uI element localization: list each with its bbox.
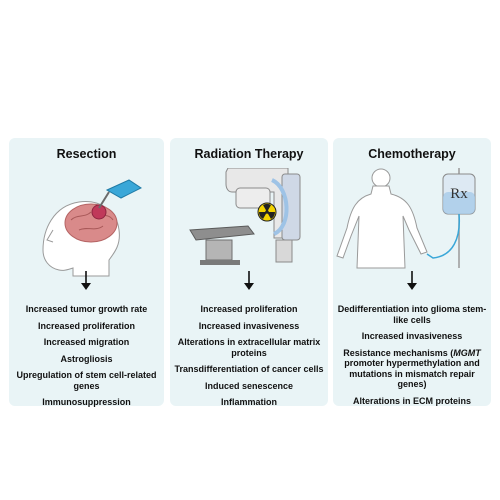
panel-resection: Resection Increased tumor growth rate In… [9, 138, 164, 407]
effects-list-chemotherapy: Dedifferentiation into glioma stem- like… [337, 304, 487, 412]
effect-item: Inflammation [220, 397, 277, 407]
effect-item: Dedifferentiation into glioma stem- like… [337, 304, 487, 325]
italic-term: MGMT [453, 347, 481, 358]
patient-head [371, 168, 391, 188]
effect-item: Astrogliosis [60, 353, 113, 364]
panel-title-chemotherapy: Chemotherapy [368, 147, 456, 161]
effect-item: Increased tumor growth rate [25, 304, 148, 314]
effect-item: Resistance mechanisms (MGMT promoter hyp… [337, 348, 487, 390]
effect-item: Increased invasiveness [198, 320, 300, 331]
effect-item: Immunosuppression [42, 397, 131, 407]
tumor-shape [91, 204, 107, 220]
arrow-down-icon [407, 271, 417, 290]
nose-shape [46, 229, 54, 243]
panel-radiation-therapy: Radiation Therapy Increased proliferatio… [170, 138, 328, 407]
effect-line: Dedifferentiation into glioma stem- [337, 304, 487, 314]
panel-title-resection: Resection [56, 147, 117, 161]
arrow-down-icon [81, 271, 91, 290]
linac-gantry [225, 168, 289, 239]
effect-line: genes [73, 380, 100, 391]
chemotherapy-illustration: Rx [336, 168, 476, 269]
iv-bag-label: Rx [450, 186, 468, 202]
effect-item: Alterations in extracellular matrix prot… [174, 337, 324, 358]
effect-line: Upregulation of stem cell-related [16, 370, 157, 380]
brain-shape [64, 203, 118, 243]
panel-chemotherapy: Chemotherapy Rx Dedifferentiation into g… [333, 138, 491, 406]
linac-head [235, 187, 271, 209]
treatment-couch [189, 225, 255, 241]
effect-item: Increased invasiveness [361, 331, 463, 341]
effect-line: promoter hypermethylation and [344, 358, 480, 368]
patient-body [336, 185, 428, 269]
arrow-down-icon [244, 271, 254, 290]
effect-item: Upregulation of stem cell-related genes [13, 370, 160, 391]
glove-shape [105, 179, 142, 199]
surgical-instrument [98, 191, 110, 209]
radiation-beam [270, 178, 289, 236]
effect-line: mutations in mismatch repair genes) [349, 368, 475, 390]
effect-item: Alterations in ECM proteins [352, 395, 471, 406]
effect-item: Increased proliferation [200, 304, 298, 314]
couch-base [205, 239, 233, 261]
resection-illustration [42, 179, 142, 277]
radiation-illustration [189, 168, 301, 265]
iv-tube [426, 213, 461, 259]
effect-item: Increased proliferation [37, 320, 136, 331]
effect-item: Induced senescence [204, 380, 294, 391]
effect-line: like cells [393, 314, 431, 325]
effect-item: Transdifferentiation of cancer cells [174, 364, 324, 374]
panel-title-radiation-therapy: Radiation Therapy [194, 147, 304, 161]
effects-list-resection: Increased tumor growth rate Increased pr… [13, 304, 160, 414]
effect-item: Increased migration [43, 337, 130, 347]
effect-line: Alterations in extracellular matrix [177, 337, 321, 347]
effect-line: proteins [231, 347, 267, 358]
effects-list-radiation-therapy: Increased proliferation Increased invasi… [174, 304, 324, 414]
effect-line: Resistance mechanisms (MGMT [343, 347, 481, 358]
